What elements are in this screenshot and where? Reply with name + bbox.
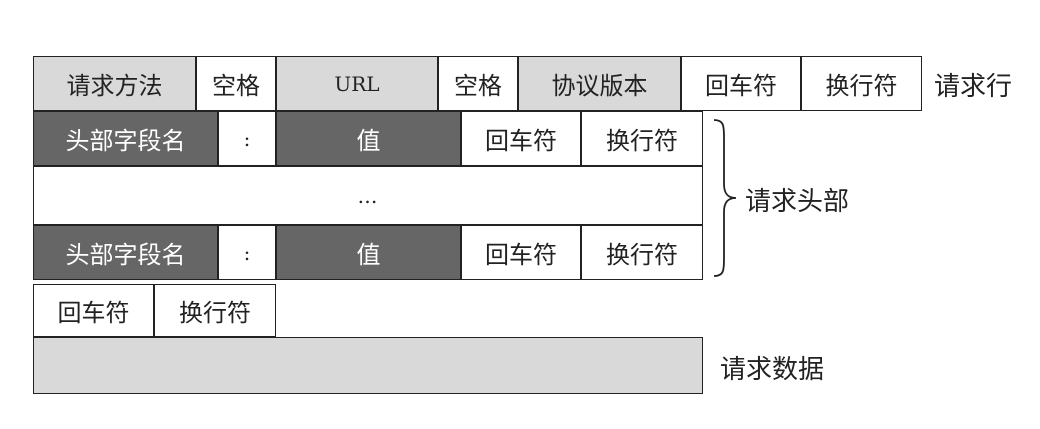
colon-cell: :: [218, 111, 276, 166]
request-body-block: [33, 337, 703, 394]
line-feed-cell: 换行符: [581, 225, 703, 280]
header-field-name-cell: 头部字段名: [33, 111, 218, 166]
carriage-return-cell: 回车符: [33, 284, 154, 337]
line-feed-cell: 换行符: [581, 111, 703, 166]
request-body-label: 请求数据: [720, 355, 825, 385]
space-cell: 空格: [438, 56, 518, 111]
line-feed-cell: 换行符: [801, 56, 922, 111]
carriage-return-cell: 回车符: [681, 56, 801, 111]
space-cell: 空格: [196, 56, 276, 111]
request-line-label: 请求行: [934, 72, 1013, 102]
colon-cell: :: [218, 225, 276, 280]
url-cell: URL: [276, 56, 438, 111]
protocol-version-cell: 协议版本: [518, 56, 681, 111]
carriage-return-cell: 回车符: [461, 111, 581, 166]
request-method-cell: 请求方法: [33, 56, 196, 111]
header-value-cell: 值: [276, 225, 461, 280]
request-header-label: 请求头部: [745, 187, 850, 217]
carriage-return-cell: 回车符: [461, 225, 581, 280]
ellipsis-row: …: [33, 166, 703, 225]
right-brace-icon: [713, 119, 737, 277]
header-value-cell: 值: [276, 111, 461, 166]
header-field-name-cell: 头部字段名: [33, 225, 218, 280]
line-feed-cell: 换行符: [154, 284, 276, 337]
